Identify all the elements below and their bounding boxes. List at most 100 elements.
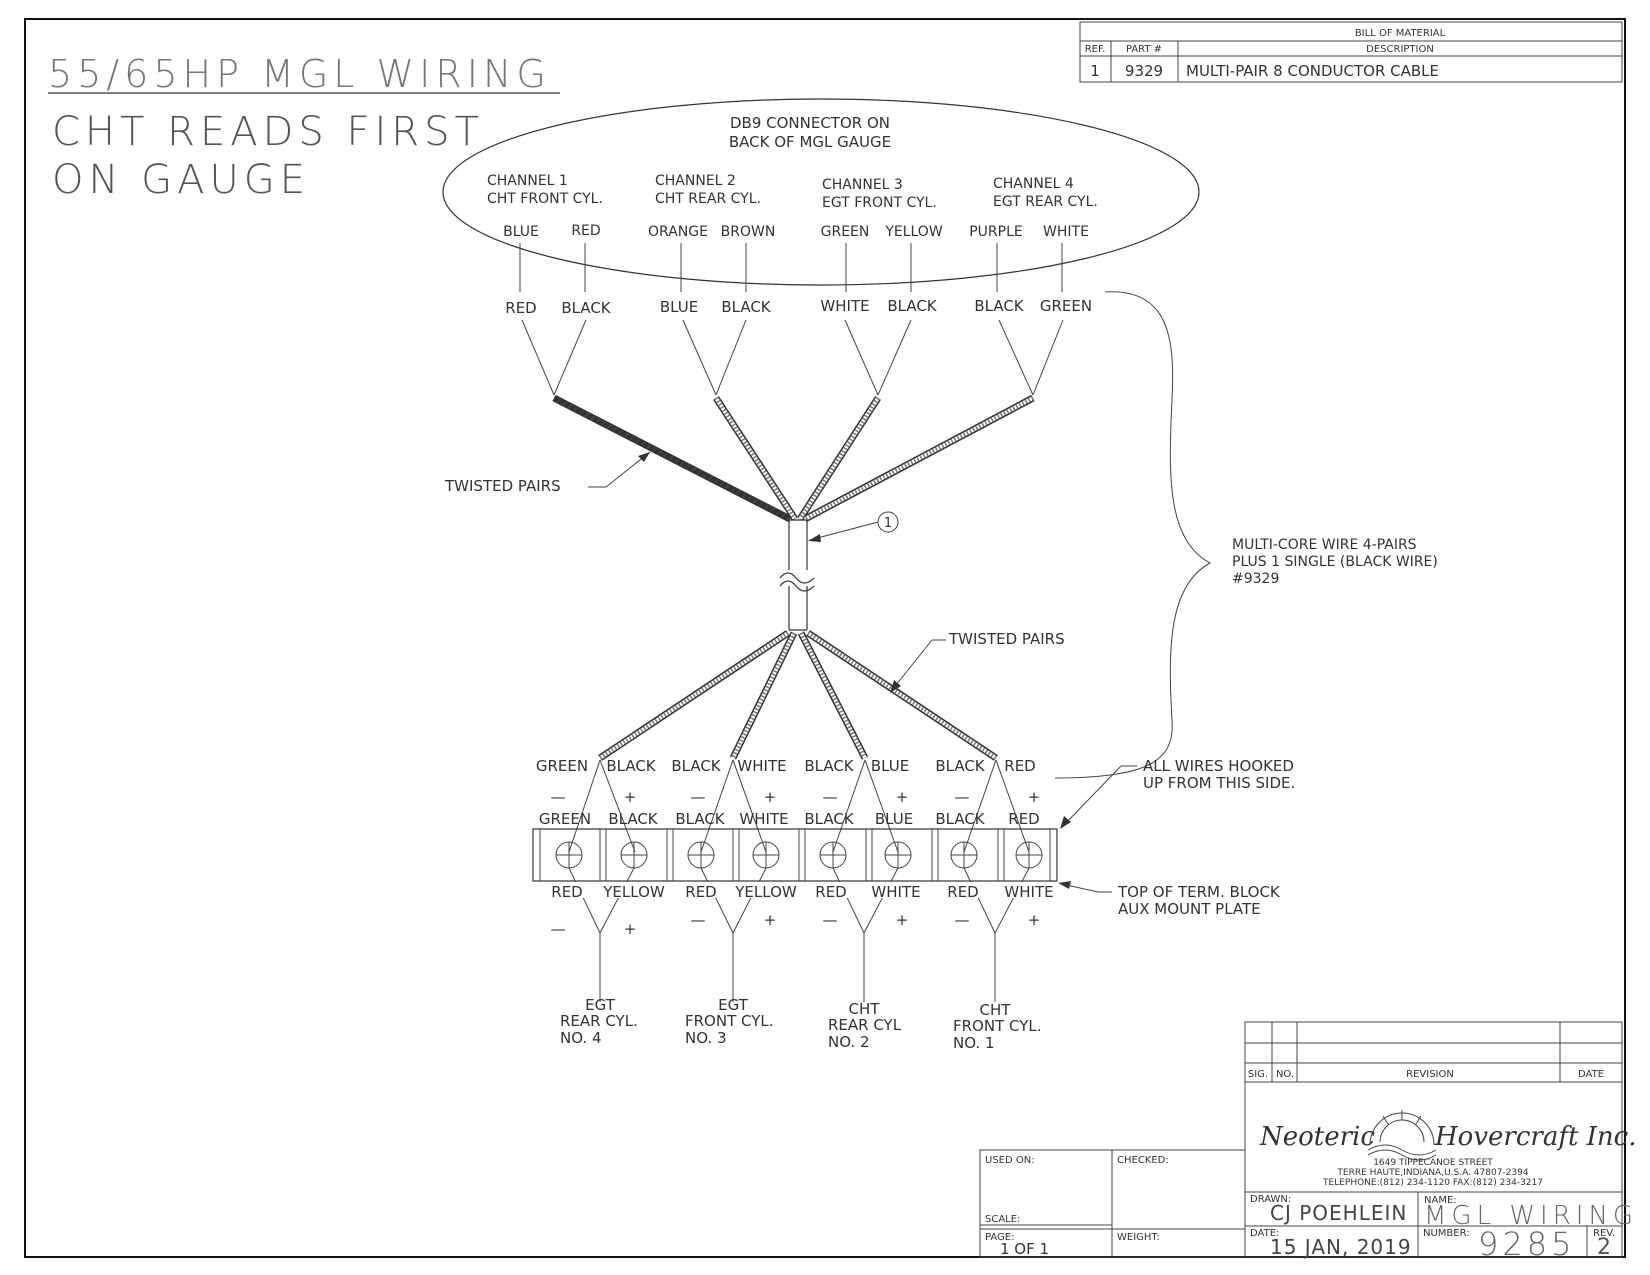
bom-header: BILL OF MATERIAL	[1355, 28, 1446, 39]
weight-label: WEIGHT:	[1117, 1232, 1160, 1243]
svg-text:—: —	[955, 788, 970, 806]
drawn-label: DRAWN:	[1250, 1194, 1291, 1205]
svg-text:CHT: CHT	[849, 1000, 881, 1018]
tb-upper-label-7: BLACK	[935, 757, 985, 775]
sensor-cht-front: CHT FRONT CYL. NO. 1	[953, 1001, 1042, 1052]
all-wires-line-1: ALL WIRES HOOKED	[1143, 757, 1294, 775]
bom-col-ref: REF.	[1085, 44, 1106, 55]
date-value: 15 JAN, 2019	[1270, 1235, 1412, 1259]
twisted-pairs-lower-leader	[891, 639, 933, 691]
svg-text:REAR CYL: REAR CYL	[828, 1016, 902, 1034]
company-logo-icon	[1367, 1110, 1437, 1161]
svg-text:+: +	[896, 911, 909, 929]
bom-row-description: MULTI-PAIR 8 CONDUCTOR CABLE	[1186, 62, 1439, 80]
twisted-pairs-upper-arrow	[638, 452, 650, 462]
ch1-pin-a: BLUE	[503, 224, 539, 240]
bom-col-part: PART #	[1126, 44, 1162, 55]
tb-upper-label-4: WHITE	[737, 757, 786, 775]
sensor-wire-splits	[568, 867, 1030, 1002]
tb-label-6: BLUE	[875, 810, 913, 828]
tb-upper-label-5: BLACK	[804, 757, 854, 775]
channel-3-name: CHANNEL 3	[822, 177, 903, 193]
sheet-border	[24, 18, 1626, 1258]
bill-of-material: BILL OF MATERIAL REF. PART # DESCRIPTION…	[1079, 21, 1623, 83]
number-value: 9285	[1478, 1225, 1575, 1263]
db9-connector	[442, 98, 1200, 286]
top-block-line-1: TOP OF TERM. BLOCK	[1117, 883, 1281, 901]
title-block-left: USED ON: CHECKED: SCALE: PAGE: 1 OF 1 WE…	[979, 1149, 1246, 1258]
tb-lower-label-6: WHITE	[871, 883, 920, 901]
ch2-pin-b: BROWN	[721, 224, 776, 240]
company-block: Neoteric Hovercraft Inc. 1649 TIPPECANOE…	[1244, 1081, 1637, 1193]
svg-text:FRONT CYL.: FRONT CYL.	[953, 1017, 1042, 1035]
company-name-left: Neoteric	[1259, 1122, 1375, 1152]
top-block-arrow	[1058, 881, 1071, 889]
ch4-pair-a: BLACK	[974, 297, 1024, 315]
ch2-pair-a: BLUE	[660, 298, 698, 316]
svg-text:CHT: CHT	[980, 1001, 1012, 1019]
rev-col-sig: SIG.	[1248, 1069, 1268, 1080]
tb-label-3: BLACK	[675, 810, 725, 828]
tb-lower-label-4: YELLOW	[734, 883, 797, 901]
balloon-leader	[809, 521, 879, 541]
revision-block: SIG. NO. REVISION DATE	[1244, 1021, 1623, 1083]
sensor-egt-front: EGT FRONT CYL. NO. 3	[685, 996, 774, 1047]
drawn-value: CJ POEHLEIN	[1270, 1201, 1407, 1225]
name-label: NAME:	[1424, 1195, 1457, 1206]
twisted-pairs-lower-arrow	[890, 680, 901, 693]
number-label: NUMBER:	[1423, 1228, 1470, 1239]
svg-text:NO. 1: NO. 1	[953, 1034, 995, 1052]
tb-upper-label-2: BLACK	[606, 757, 656, 775]
rev-col-revision: REVISION	[1406, 1069, 1454, 1080]
ch4-pin-a: PURPLE	[969, 224, 1023, 240]
all-wires-line-2: UP FROM THIS SIDE.	[1143, 774, 1295, 792]
tb-lower-label-7: RED	[947, 883, 978, 901]
channel-1-name: CHANNEL 1	[487, 173, 568, 189]
company-address-3: TELEPHONE:(812) 234-1120 FAX:(812) 234-3…	[1322, 1178, 1543, 1188]
multicore-line-2: PLUS 1 SINGLE (BLACK WIRE)	[1232, 554, 1438, 570]
svg-text:+: +	[764, 788, 777, 806]
tb-lower-label-5: RED	[815, 883, 846, 901]
multicore-brace	[1054, 291, 1212, 779]
lower-twisted-pairs	[598, 630, 998, 761]
rev-col-date: DATE	[1578, 1069, 1604, 1080]
terminal-lower-labels: RED YELLOW RED YELLOW RED WHITE RED WHIT…	[550, 882, 1060, 901]
twisted-pairs-label-upper: TWISTED PAIRS	[444, 477, 561, 495]
svg-text:—: —	[955, 911, 970, 929]
ch1-pair-b: BLACK	[561, 299, 611, 317]
svg-text:EGT: EGT	[718, 996, 749, 1014]
title-block-right: DRAWN: CJ POEHLEIN NAME: MGL WIRING DATE…	[1244, 1191, 1633, 1263]
tb-label-7: BLACK	[935, 810, 985, 828]
svg-text:—: —	[823, 788, 838, 806]
tb-label-2: BLACK	[608, 810, 658, 828]
drawing-title: 55/65HP MGL WIRING	[48, 52, 551, 96]
ch3-pair-a: WHITE	[820, 297, 869, 315]
tb-label-8: RED	[1008, 810, 1039, 828]
connector-title-line-1: DB9 CONNECTOR ON	[730, 114, 890, 132]
company-name-right: Hovercraft Inc.	[1434, 1122, 1637, 1152]
svg-text:+: +	[624, 788, 637, 806]
tb-upper-label-3: BLACK	[671, 757, 721, 775]
tb-label-5: BLACK	[804, 810, 854, 828]
terminal-block	[532, 828, 1058, 882]
channel-1-desc: CHT FRONT CYL.	[487, 191, 603, 207]
ch3-pair-b: BLACK	[887, 297, 937, 315]
upper-wire-splits	[521, 319, 1064, 396]
upper-twisted-pairs	[552, 394, 1035, 523]
svg-text:—: —	[551, 920, 566, 938]
svg-text:+: +	[624, 920, 637, 938]
ch2-pair-b: BLACK	[721, 298, 771, 316]
channel-4-desc: EGT REAR CYL.	[993, 194, 1098, 210]
tb-lower-label-2: YELLOW	[602, 883, 665, 901]
rev-label: REV.	[1593, 1228, 1615, 1239]
channel-4-name: CHANNEL 4	[993, 176, 1074, 192]
tb-lower-label-3: RED	[685, 883, 716, 901]
channel-2-desc: CHT REAR CYL.	[655, 191, 761, 207]
bom-col-description: DESCRIPTION	[1366, 44, 1434, 55]
page-value: 1 OF 1	[1000, 1240, 1049, 1258]
page-label: PAGE:	[985, 1232, 1015, 1243]
used-on-label: USED ON:	[985, 1155, 1035, 1166]
ch3-pin-a: GREEN	[821, 224, 870, 240]
svg-text:NO. 3: NO. 3	[685, 1029, 727, 1047]
